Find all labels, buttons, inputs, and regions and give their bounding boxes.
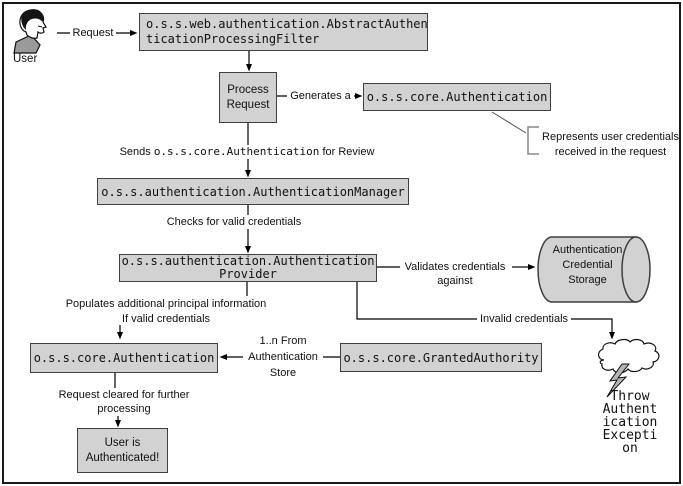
lightning-bolt-icon bbox=[606, 363, 631, 398]
request-label: Request bbox=[70, 26, 116, 40]
generates-a-label: Generates a bbox=[287, 89, 354, 103]
represents-credentials-note: Represents user credentials received in … bbox=[542, 131, 679, 158]
user-profile-icon bbox=[13, 9, 47, 54]
from-authentication-store-label: 1..n From Authentication Store bbox=[243, 333, 323, 381]
sends-for-review-label: Sends o.s.s.core.Authentication for Revi… bbox=[118, 145, 376, 159]
invalid-credentials-label: Invalid credentials bbox=[477, 312, 571, 326]
request-cleared-label: Request cleared for further processing bbox=[54, 388, 194, 416]
cloud-lightning-icon bbox=[598, 338, 660, 398]
storage-cylinder-label: Authentication Credential Storage bbox=[552, 244, 623, 286]
node-abstract-authentication-processing-filter: o.s.s.web.authentication.AbstractAuthen … bbox=[139, 13, 428, 51]
node-authentication-provider: o.s.s.authentication.Authentication Prov… bbox=[119, 254, 377, 282]
node-core-authentication-bottom: o.s.s.core.Authentication bbox=[30, 343, 218, 373]
validates-against-label: Validates credentials against bbox=[404, 261, 506, 287]
database-cylinder-icon bbox=[537, 236, 651, 303]
node-granted-authority: o.s.s.core.GrantedAuthority bbox=[340, 343, 542, 372]
populates-principal-label: Populates additional principal informati… bbox=[65, 298, 267, 325]
node-core-authentication-top: o.s.s.core.Authentication bbox=[363, 83, 551, 111]
node-authentication-manager: o.s.s.authentication.AuthenticationManag… bbox=[97, 178, 409, 205]
callout-bracket bbox=[527, 126, 539, 155]
throw-authentication-exception-label: Throw Authent ication Excepti on bbox=[602, 389, 658, 456]
callout-diagonal-line bbox=[491, 111, 527, 134]
user-label: User bbox=[13, 53, 38, 65]
checks-credentials-label: Checks for valid credentials bbox=[160, 215, 308, 229]
node-user-is-authenticated: User is Authenticated! bbox=[77, 428, 168, 473]
node-process-request: Process Request bbox=[219, 72, 277, 123]
